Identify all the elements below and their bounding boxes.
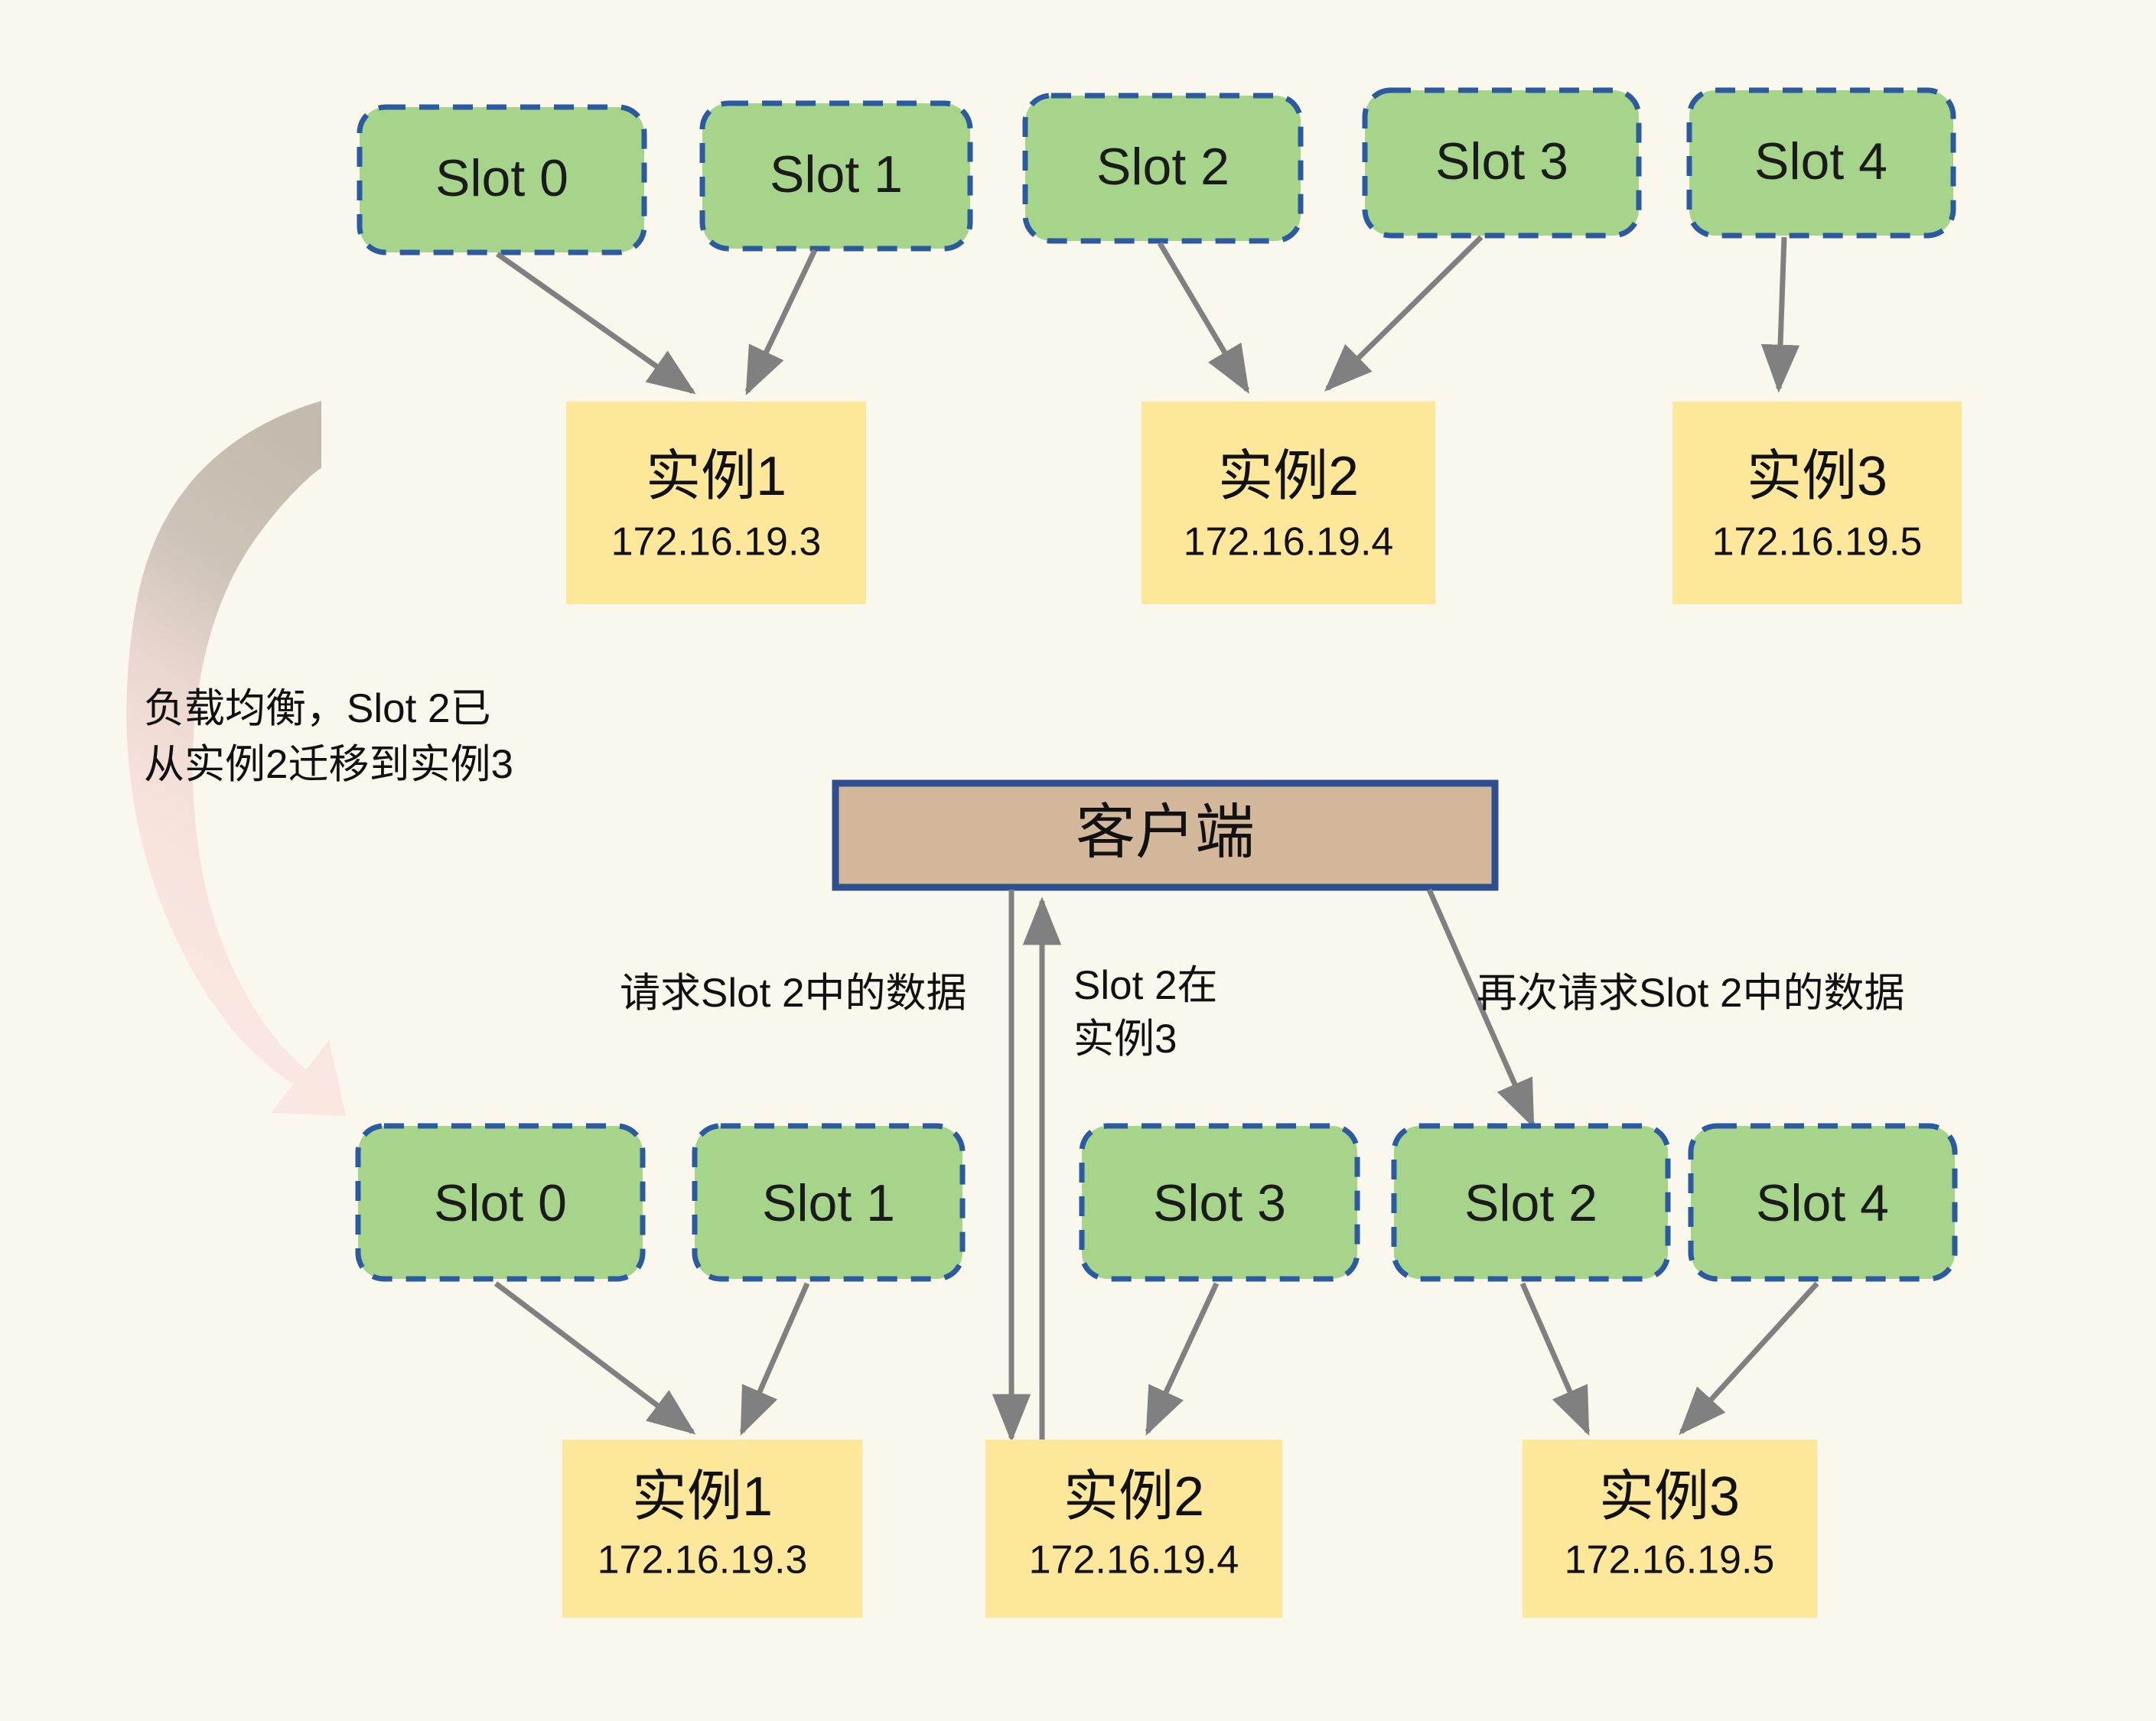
bottom-instance-2[interactable]: 实例2 172.16.19.4 [985, 1440, 1282, 1618]
bottom-slot-0[interactable]: Slot 0 [355, 1123, 646, 1282]
top-slot-4-label: Slot 4 [1754, 132, 1887, 190]
bottom-instance-2-ip: 172.16.19.4 [1029, 1538, 1239, 1583]
top-instance-3-title: 实例3 [1747, 446, 1887, 507]
bottom-slot-3[interactable]: Slot 3 [1079, 1123, 1360, 1282]
top-slot-0[interactable]: Slot 0 [357, 104, 647, 255]
top-slot-2[interactable]: Slot 2 [1022, 93, 1304, 244]
bottom-instance-3-title: 实例3 [1599, 1466, 1740, 1527]
bottom-slot-1-label: Slot 1 [762, 1174, 895, 1232]
top-slot-3-label: Slot 3 [1435, 132, 1568, 190]
bottom-instance-1-ip: 172.16.19.3 [598, 1538, 808, 1583]
bottom-slot-2[interactable]: Slot 2 [1391, 1123, 1671, 1282]
edge-bottom-slot2-instance3 [1519, 1282, 1591, 1436]
bottom-slot-0-label: Slot 0 [434, 1174, 567, 1232]
bottom-instance-1[interactable]: 实例1 172.16.19.3 [562, 1440, 862, 1618]
top-slot-3[interactable]: Slot 3 [1362, 87, 1642, 239]
bottom-slot-4[interactable]: Slot 4 [1688, 1123, 1958, 1282]
migration-curved-arrow [126, 401, 346, 1116]
top-section-before-migration: Slot 0 Slot 1 Slot 2 Slot 3 Slot 4 实例1 1… [357, 87, 1962, 604]
edge-bottom-slot1-instance1 [739, 1282, 810, 1436]
client-edges [992, 888, 1536, 1444]
top-instance-2[interactable]: 实例2 172.16.19.4 [1142, 402, 1435, 604]
bottom-slot-4-label: Slot 4 [1756, 1174, 1889, 1232]
edge-client-to-slot2-request-again [1426, 888, 1536, 1129]
top-instance-3-ip: 172.16.19.5 [1712, 520, 1923, 564]
edge-top-slot2-instance2 [1157, 242, 1250, 394]
top-instance-1-title: 实例1 [646, 446, 787, 507]
top-slot-1-label: Slot 1 [770, 145, 903, 203]
annotation-request-slot2: 请求Slot 2中的数据 [620, 971, 967, 1016]
bottom-instance-3[interactable]: 实例3 172.16.19.5 [1523, 1440, 1817, 1618]
flow-annotations: 请求Slot 2中的数据 Slot 2在 实例3 再次请求Slot 2中的数据 [620, 963, 1905, 1062]
edge-top-slot1-instance1 [744, 249, 818, 396]
top-instance-1[interactable]: 实例1 172.16.19.3 [566, 402, 866, 604]
edge-bottom-slot3-instance2 [1145, 1282, 1220, 1436]
top-instance-1-ip: 172.16.19.3 [611, 520, 822, 564]
client-label: 客户端 [1076, 799, 1255, 866]
top-instance-3[interactable]: 实例3 172.16.19.5 [1672, 402, 1962, 604]
top-slot-0-label: Slot 0 [435, 149, 568, 207]
annotation-request-again: 再次请求Slot 2中的数据 [1477, 971, 1905, 1016]
bottom-instance-3-ip: 172.16.19.5 [1565, 1538, 1775, 1583]
top-instance-2-ip: 172.16.19.4 [1184, 520, 1394, 564]
migration-note: 负载均衡，Slot 2已 从实例2迁移到实例3 [144, 686, 513, 787]
edge-top-slot0-instance1 [495, 252, 696, 395]
edge-top-slot4-instance3 [1760, 236, 1800, 393]
edge-top-slot3-instance2 [1324, 235, 1483, 392]
top-slot-2-label: Slot 2 [1096, 138, 1229, 196]
client-node[interactable]: 客户端 [832, 779, 1499, 891]
annotation-redirect-line1: Slot 2在 [1073, 963, 1218, 1008]
edge-bottom-slot4-instance3 [1679, 1281, 1819, 1436]
bottom-slot-2-label: Slot 2 [1464, 1174, 1597, 1232]
bottom-section-after-migration: Slot 0 Slot 1 Slot 3 Slot 2 Slot 4 实例1 1… [355, 1123, 1958, 1618]
migration-note-line2: 从实例2迁移到实例3 [144, 742, 513, 787]
migration-note-line1: 负载均衡，Slot 2已 [144, 686, 491, 731]
bottom-slot-3-label: Slot 3 [1153, 1174, 1286, 1232]
annotation-redirect-line2: 实例3 [1073, 1017, 1177, 1062]
edge-bottom-slot0-instance1 [493, 1281, 696, 1435]
top-slot-1[interactable]: Slot 1 [699, 100, 973, 252]
top-instance-2-title: 实例2 [1218, 446, 1359, 507]
bottom-slot-1[interactable]: Slot 1 [692, 1123, 966, 1282]
bottom-instance-2-title: 实例2 [1063, 1466, 1204, 1527]
bottom-instance-1-title: 实例1 [632, 1466, 773, 1527]
top-slot-4[interactable]: Slot 4 [1686, 87, 1956, 239]
